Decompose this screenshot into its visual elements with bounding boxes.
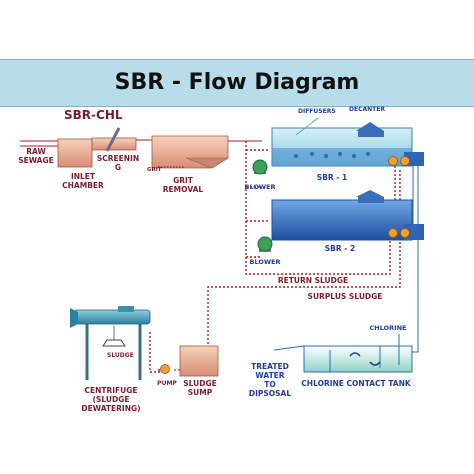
sbr-1-label: SBR - 1 <box>317 173 347 182</box>
pump-label: PUMP <box>157 380 177 387</box>
diffusers-label: DIFFUSERS <box>298 108 336 115</box>
grit-chamber <box>136 135 262 169</box>
sludge-sump <box>172 345 219 377</box>
decanter-pumps-1-icon <box>388 156 410 166</box>
chlorine-label: CHLORINE <box>370 324 407 332</box>
diffusers-pointer <box>295 117 319 136</box>
chlorine-contact-tank-label: CHLORINE CONTACT TANK <box>301 379 412 388</box>
return-sludge-label: RETURN SLUDGE <box>278 276 348 285</box>
blower-1-icon <box>252 159 268 175</box>
blower-2-icon <box>257 236 273 252</box>
blower-2-label: BLOWER <box>249 258 280 266</box>
grit-label: GRIT <box>147 167 162 173</box>
effluent-line <box>410 166 419 353</box>
decanter-pumps-2-icon <box>388 228 410 238</box>
chlorine-contact-tank <box>273 334 413 373</box>
sludge-label: SLUDGE <box>107 352 134 359</box>
diffusers <box>294 152 370 158</box>
inlet-chamber <box>20 138 93 168</box>
decanter-label: DECANTER <box>349 106 385 113</box>
screening-unit <box>91 127 137 152</box>
feed-lines <box>149 141 401 373</box>
plant-subtitle: SBR-CHL <box>64 108 123 122</box>
page-title: SBR - Flow Diagram <box>114 70 360 95</box>
centrifuge <box>70 306 151 380</box>
sbr-2-label: SBR - 2 <box>325 244 355 253</box>
sludge-pump-icon <box>158 364 170 374</box>
title-banner: SBR - Flow Diagram <box>0 59 474 107</box>
blower-1-label: BLOWER <box>244 183 275 191</box>
surplus-sludge-label: SURPLUS SLUDGE <box>308 292 383 301</box>
